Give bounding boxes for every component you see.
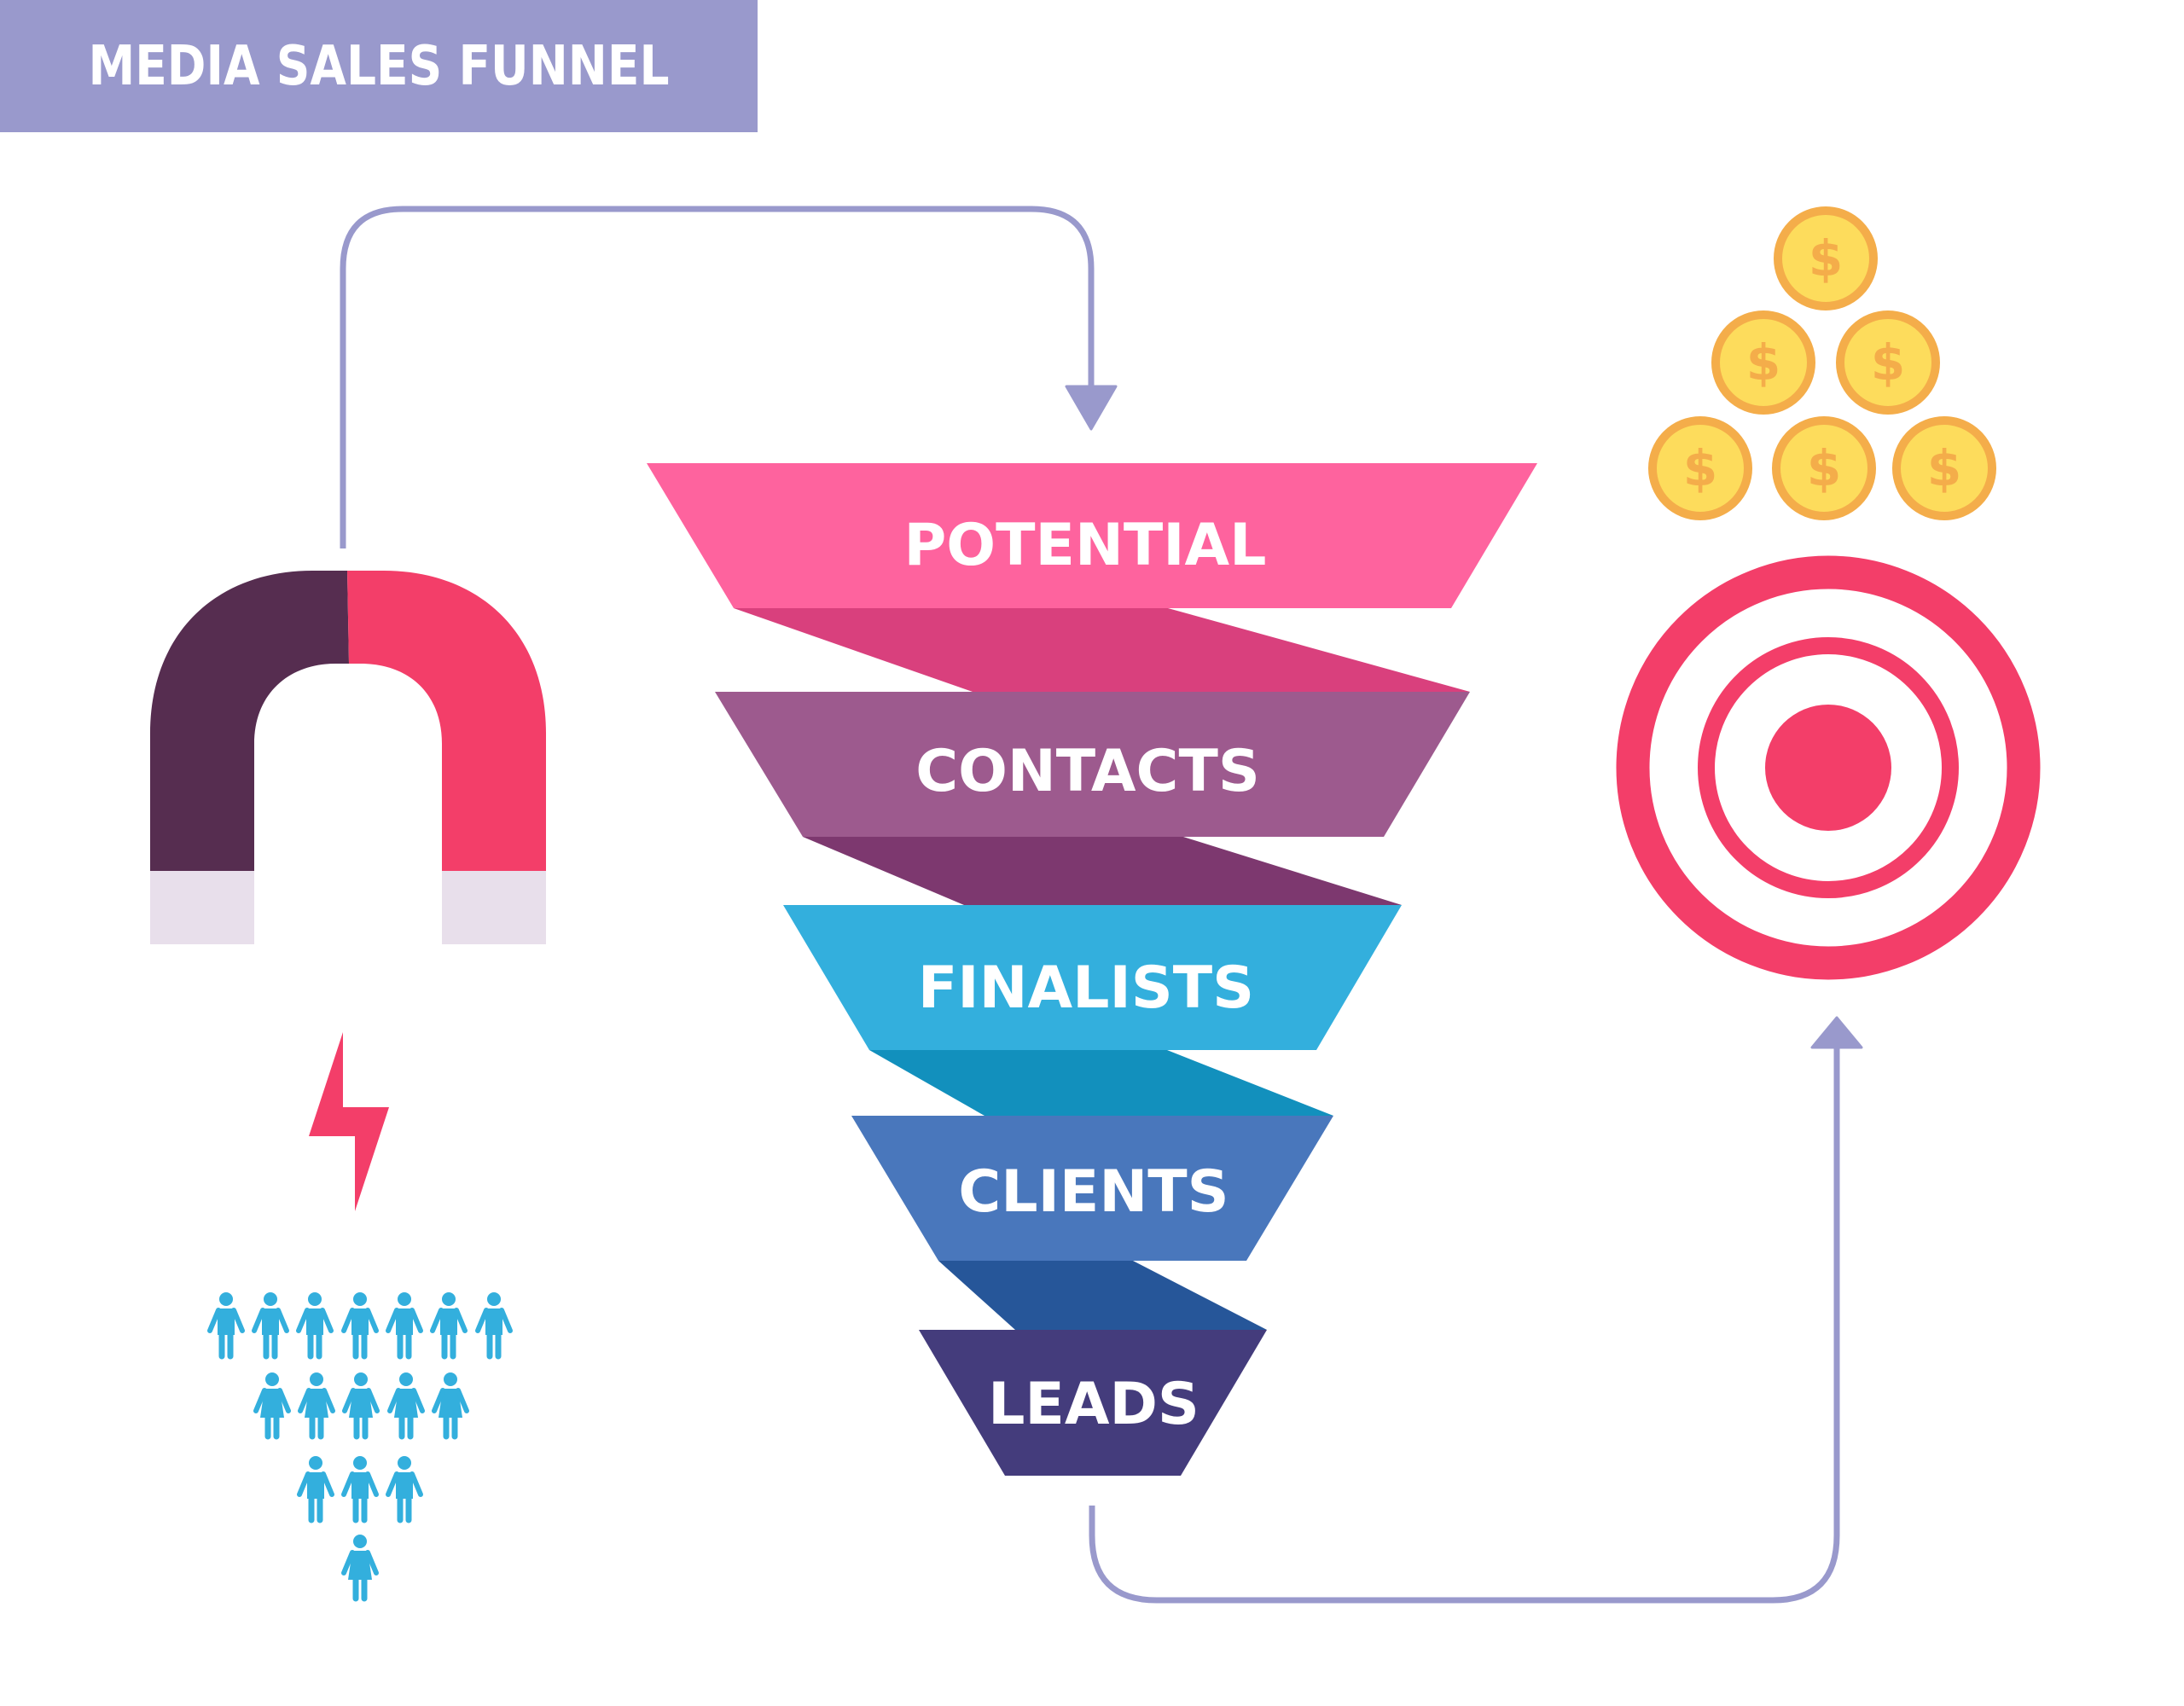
magnet-icon [150, 571, 546, 944]
stage-label-potential: POTENTIAL [903, 512, 1266, 579]
funnel-stage-finalists: FINALISTS [783, 905, 1402, 1050]
person-man-icon [341, 1456, 379, 1523]
page-title: MEDIA SALES FUNNEL [88, 34, 670, 98]
person-man-icon [296, 1292, 334, 1360]
stage-label-clients: CLIENTS [958, 1158, 1228, 1226]
target-icon [1616, 555, 2041, 980]
person-man-icon [386, 1292, 423, 1360]
magnet-cap-right [442, 871, 546, 944]
stage-label-contacts: CONTACTS [915, 738, 1260, 805]
arrow-up-icon [1810, 1016, 1863, 1049]
magnet-cap-left [150, 871, 254, 944]
funnel-stage-clients: CLIENTS [851, 1116, 1333, 1261]
person-man-icon [386, 1456, 423, 1523]
person-woman-icon [432, 1372, 469, 1440]
connector-line-top [340, 206, 1095, 548]
target-bullseye [1765, 705, 1891, 831]
person-woman-icon [298, 1372, 335, 1440]
dollar-sign-icon: $ [1927, 439, 1961, 497]
coin-icon: $ [1648, 416, 1752, 520]
funnel-shadow-clients [938, 1261, 1267, 1330]
person-man-icon [297, 1456, 334, 1523]
funnel-stage-potential: POTENTIAL [647, 463, 1537, 608]
funnel-band-clients [851, 1116, 1333, 1261]
coins-group: $ $ $ $ $ $ [1648, 206, 1996, 520]
funnel-band-contacts [715, 692, 1470, 837]
person-man-icon [475, 1292, 513, 1360]
funnel-shadow-contacts [803, 837, 1402, 905]
dollar-sign-icon: $ [1809, 229, 1843, 287]
connector-top [340, 206, 1118, 548]
target-middle-ring [1698, 637, 1959, 898]
connector-bottom [1089, 1016, 1863, 1604]
person-woman-icon [342, 1372, 380, 1440]
person-woman-icon [387, 1372, 425, 1440]
magnet-left-arm [150, 571, 349, 871]
funnel-stage-contacts: CONTACTS [715, 692, 1470, 837]
people-group [207, 1292, 513, 1602]
connector-line-bottom [1089, 1046, 1840, 1604]
coin-icon: $ [1774, 206, 1878, 310]
magnet-right-arm [347, 571, 546, 871]
stage-label-leads: LEADS [988, 1371, 1199, 1438]
funnel-shadow-finalists [869, 1050, 1333, 1116]
person-woman-icon [341, 1535, 379, 1602]
coin-icon: $ [1836, 310, 1940, 415]
funnel-band-leads [919, 1330, 1267, 1476]
coin-icon: $ [1892, 416, 1996, 520]
person-woman-icon [253, 1372, 291, 1440]
target-outer-ring [1616, 555, 2041, 980]
dollar-sign-icon: $ [1807, 439, 1841, 497]
coin-icon: $ [1711, 310, 1815, 415]
arrow-down-icon [1065, 385, 1118, 431]
funnel-shadow-potential [734, 608, 1470, 692]
person-man-icon [207, 1292, 245, 1360]
sales-funnel: POTENTIAL CONTACTS FINALISTS CLIENTS LEA… [647, 463, 1537, 1476]
person-man-icon [252, 1292, 289, 1360]
dollar-sign-icon: $ [1746, 334, 1780, 392]
dollar-sign-icon: $ [1683, 439, 1717, 497]
person-man-icon [430, 1292, 468, 1360]
title-banner: MEDIA SALES FUNNEL [0, 0, 758, 132]
coin-icon: $ [1772, 416, 1876, 520]
dollar-sign-icon: $ [1871, 334, 1905, 392]
lightning-icon [309, 1032, 389, 1211]
stage-label-finalists: FINALISTS [918, 955, 1254, 1022]
funnel-stage-leads: LEADS [919, 1330, 1267, 1476]
person-man-icon [341, 1292, 379, 1360]
funnel-band-potential [647, 463, 1537, 608]
funnel-band-finalists [783, 905, 1402, 1050]
